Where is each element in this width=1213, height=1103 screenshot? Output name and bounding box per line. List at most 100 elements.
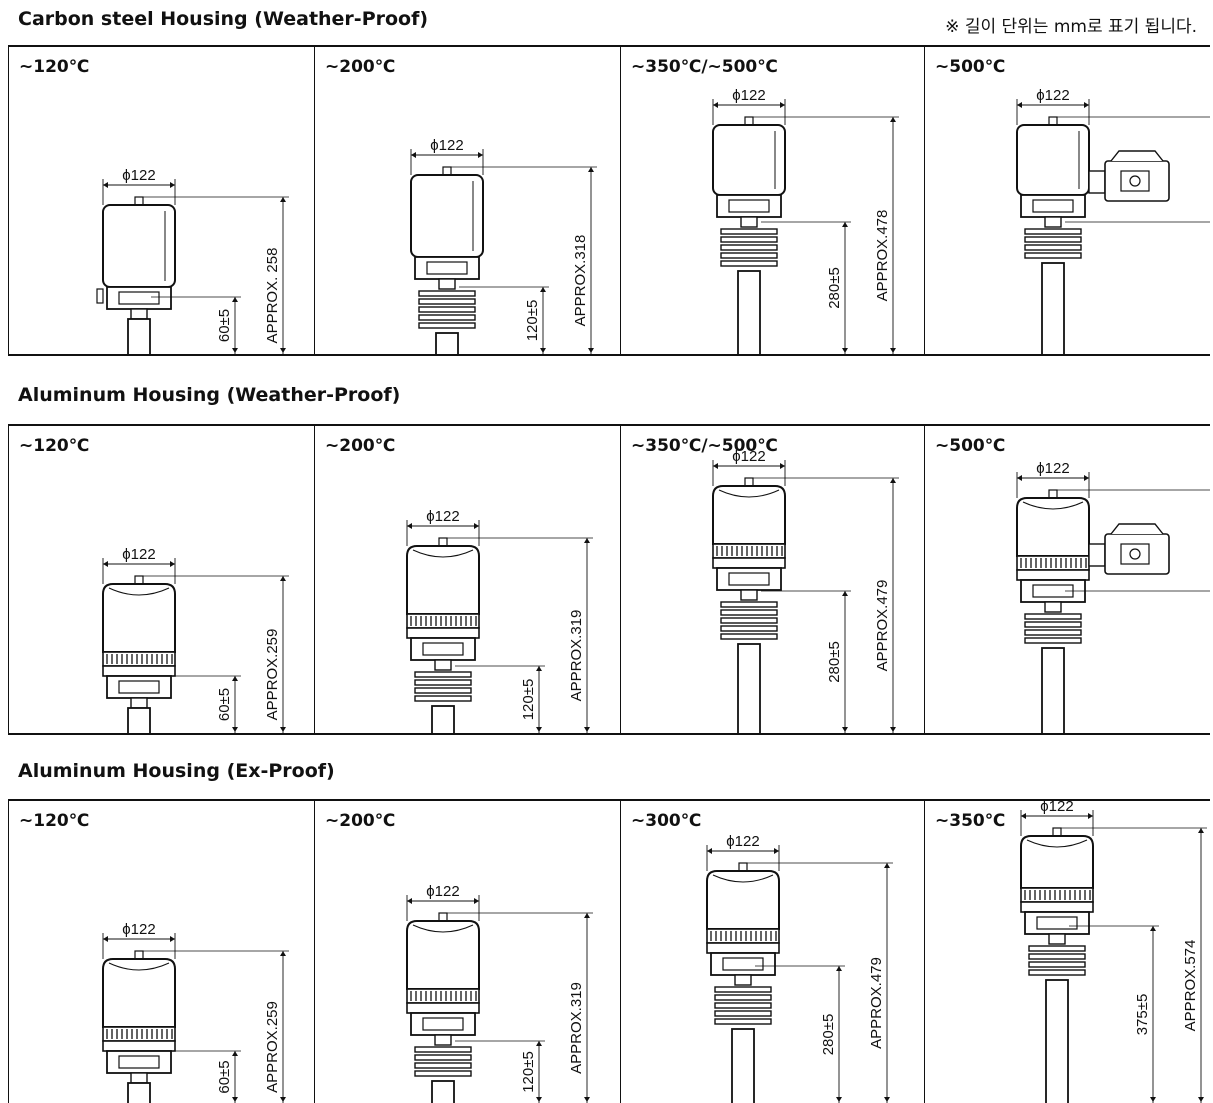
stem [431, 1080, 455, 1103]
connector-window [426, 261, 468, 275]
temperature-range-label: ~500℃ [935, 57, 1006, 77]
housing-body [1020, 835, 1094, 889]
stem [127, 318, 151, 354]
housing-body [102, 958, 176, 1028]
arrow-head [103, 561, 108, 567]
stem [737, 270, 761, 354]
cooling-fin [1024, 252, 1082, 259]
section-title-aluminum-ex-proof: Aluminum Housing (Ex-Proof) [18, 760, 335, 782]
stem [731, 1028, 755, 1103]
arrow-head [780, 102, 785, 108]
junction-box-gland [1129, 175, 1141, 187]
housing-cap-curve [718, 489, 780, 498]
arrow-head [884, 1097, 890, 1102]
diameter-label: ϕ122 [122, 921, 155, 938]
housing-body [102, 583, 176, 653]
housing-knob [442, 166, 452, 176]
connector-window [118, 291, 160, 305]
neck [438, 278, 456, 290]
arrow-head [232, 727, 238, 732]
arrow-head [280, 197, 286, 202]
housing-knob [438, 912, 448, 922]
arrow-head [890, 117, 896, 122]
arrow-head [232, 348, 238, 353]
cooling-fin [1024, 637, 1082, 644]
arrow-head [411, 152, 416, 158]
knurled-ring [406, 988, 480, 1004]
cooling-fin [720, 601, 778, 608]
connector-window [422, 642, 464, 656]
arrow-head [280, 576, 286, 581]
cooling-fin [1024, 629, 1082, 636]
arrow-head [478, 152, 483, 158]
ring-band [406, 1002, 480, 1014]
cooling-fin [714, 1010, 772, 1017]
cooling-fin [720, 609, 778, 616]
housing-body [706, 870, 780, 930]
insertion-length-label: 60±5 [216, 1060, 233, 1093]
section-title-carbon-steel-weather-proof: Carbon steel Housing (Weather-Proof) [18, 8, 429, 30]
connector-window [722, 957, 764, 971]
ring-band [1016, 569, 1090, 581]
arrow-head [1150, 1097, 1156, 1102]
housing-knob [744, 477, 754, 487]
diameter-label: ϕ122 [1036, 87, 1069, 104]
housing-knob [744, 116, 754, 126]
housing-knob [738, 862, 748, 872]
housing-knob [1052, 827, 1062, 837]
housing-knob [134, 196, 144, 206]
temperature-range-label: ~120℃ [19, 811, 90, 831]
insertion-length-label: 280±5 [826, 641, 843, 683]
connector-window [118, 1055, 160, 1069]
arrow-head [536, 727, 542, 732]
overall-height-label: APPROX.479 [874, 580, 891, 672]
temperature-range-label: ~200℃ [325, 811, 396, 831]
arrow-head [280, 727, 286, 732]
arrow-head [1021, 813, 1026, 819]
housing-knob [438, 537, 448, 547]
cooling-fin [418, 314, 476, 321]
junction-box-lid [1110, 150, 1164, 162]
stem [431, 705, 455, 733]
ring-band [706, 942, 780, 954]
neck [434, 1034, 452, 1046]
arrow-head [407, 523, 412, 529]
diameter-label: ϕ122 [726, 833, 759, 850]
overall-height-label: APPROX.318 [572, 235, 589, 327]
diameter-label: ϕ122 [732, 87, 765, 104]
arrow-head [280, 348, 286, 353]
stem [435, 332, 459, 354]
diameter-label: ϕ122 [426, 883, 459, 900]
arrow-head [232, 1097, 238, 1102]
stem [127, 1082, 151, 1103]
ring-band [712, 557, 786, 569]
cooling-fin [418, 290, 476, 297]
arrow-head [584, 1097, 590, 1102]
temperature-range-label: ~300℃ [631, 811, 702, 831]
stem [1045, 979, 1069, 1103]
cooling-fin [720, 236, 778, 243]
neck [740, 589, 758, 601]
cooling-fin [714, 986, 772, 993]
housing-knob [134, 575, 144, 585]
insertion-length-label: 120±5 [524, 300, 541, 342]
arrow-head [280, 1097, 286, 1102]
diameter-label: ϕ122 [732, 448, 765, 465]
stem [737, 643, 761, 733]
arrow-head [540, 348, 546, 353]
cooling-fin [714, 1002, 772, 1009]
connector-window [728, 572, 770, 586]
cooling-fin [414, 1054, 472, 1061]
cooling-fin [1024, 613, 1082, 620]
arrow-head [1084, 475, 1089, 481]
cooling-fin [414, 1070, 472, 1077]
